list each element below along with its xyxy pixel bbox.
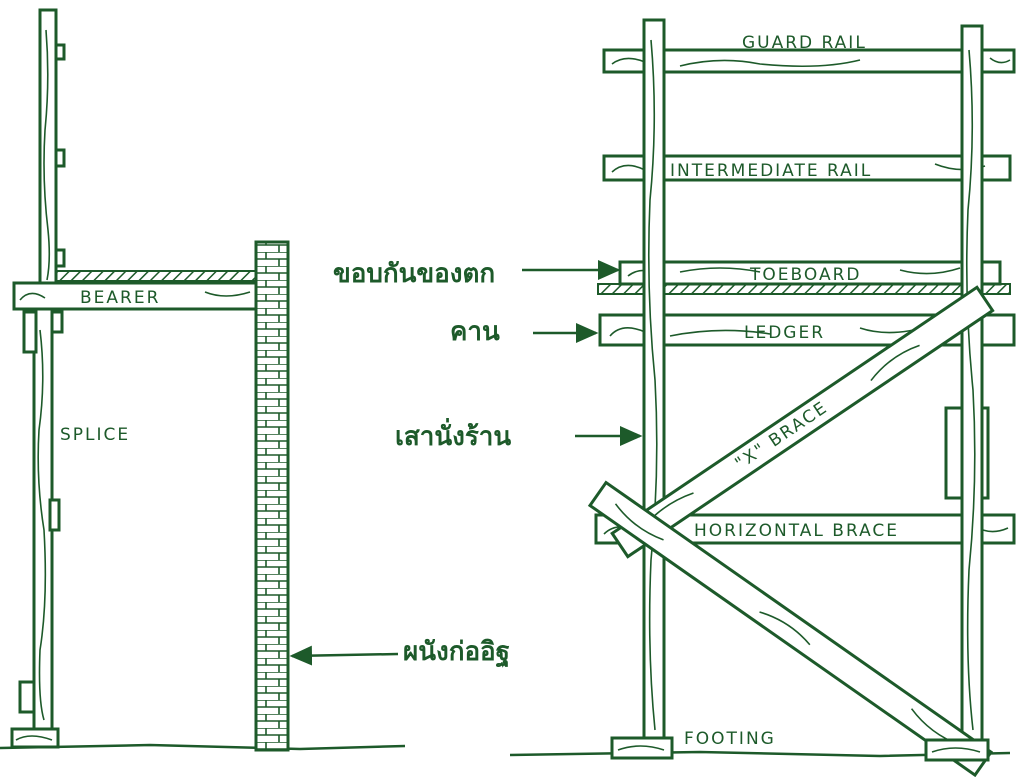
- toeboard-label: TOEBOARD: [749, 265, 861, 285]
- left-post-cleat: [54, 248, 66, 268]
- right-post-splice: [944, 406, 964, 500]
- brick-wall: [254, 240, 290, 752]
- guard-rail-label: GUARD RAIL: [742, 33, 867, 53]
- right-front-view: "X" BRACE GUARD RAIL INTERMEDIATE RAIL T…: [587, 18, 1016, 777]
- thai-brick-wall-label: ผนังก่ออิฐ: [403, 637, 510, 669]
- arrow-to-brick-wall: [289, 645, 399, 666]
- splice-cleat: [50, 310, 64, 334]
- intermediate-rail: [602, 154, 1012, 182]
- footing-label: FOOTING: [684, 729, 776, 749]
- splice-cleat: [22, 310, 38, 354]
- right-footing-right: [924, 738, 990, 762]
- splice-cleat: [18, 680, 36, 714]
- left-platform-plank: [55, 270, 261, 282]
- left-footing: [10, 727, 60, 749]
- thai-post-label: เสานั่งร้าน: [395, 417, 511, 452]
- left-post-cleat: [54, 148, 66, 168]
- guard-rail: [602, 48, 1016, 74]
- x-brace-up: [610, 285, 995, 559]
- splice-label: SPLICE: [60, 425, 130, 445]
- front-post-left: [642, 18, 666, 744]
- intermediate-rail-label: INTERMEDIATE RAIL: [670, 161, 872, 181]
- left-side-view: BEARER SPLICE: [10, 8, 290, 752]
- thai-ledger-label: คาน: [450, 317, 500, 347]
- thai-toeboard-label: ขอบกันของตก: [333, 259, 495, 289]
- front-post-right: [944, 24, 990, 744]
- ground-line-left: [0, 743, 406, 751]
- bearer-label: BEARER: [80, 288, 160, 308]
- toeboard: [597, 260, 1011, 295]
- x-brace-down: [587, 480, 994, 777]
- left-post-cleat: [54, 43, 66, 61]
- toeboard-platform: [597, 283, 1011, 295]
- right-post-cleat: [980, 406, 990, 500]
- splice-cleat: [48, 498, 61, 532]
- x-brace-label: "X" BRACE: [732, 397, 832, 474]
- horizontal-brace-label: HORIZONTAL BRACE: [694, 521, 899, 541]
- ledger-label: LEDGER: [744, 323, 825, 343]
- right-footing-left: [610, 736, 674, 760]
- intermediate-rail-board: [602, 154, 1012, 182]
